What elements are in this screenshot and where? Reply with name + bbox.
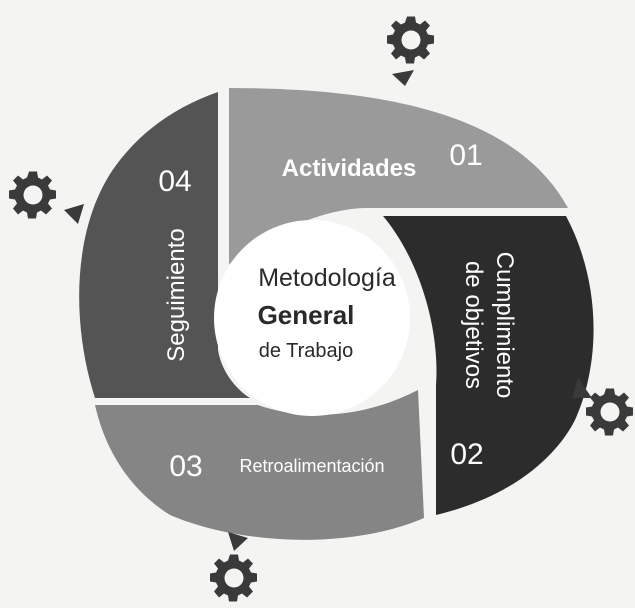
triangle-arrow-icon [228, 532, 248, 551]
segment-03 [95, 390, 424, 540]
gear-icon [586, 388, 633, 436]
segment-01-number: 01 [449, 139, 482, 172]
center-title-line2: General [258, 300, 355, 330]
triangle-arrow-icon [392, 70, 414, 86]
triangle-arrow-icon [64, 204, 84, 224]
segment-02-label-line1: Cumplimiento [491, 252, 518, 399]
triangle-arrow-icon [572, 378, 592, 398]
gear-icon [210, 554, 257, 602]
segment-02-number: 02 [450, 438, 483, 471]
segment-03-label: Retroalimentación [239, 456, 384, 476]
segment-02 [383, 216, 594, 515]
segment-04-label: Seguimiento [163, 228, 190, 361]
center-title-line3: de Trabajo [259, 340, 354, 362]
segment-04 [79, 92, 251, 398]
gear-icon [387, 16, 434, 64]
gear-icon [9, 171, 56, 219]
segment-01-label: Actividades [282, 155, 417, 182]
segment-03-number: 03 [169, 450, 202, 483]
segment-02-label-line2: de objetivos [460, 261, 487, 389]
segment-04-number: 04 [158, 165, 191, 198]
segment-01 [229, 88, 568, 265]
center-notch [229, 222, 300, 300]
center-title-line1: Metodología [258, 264, 396, 292]
